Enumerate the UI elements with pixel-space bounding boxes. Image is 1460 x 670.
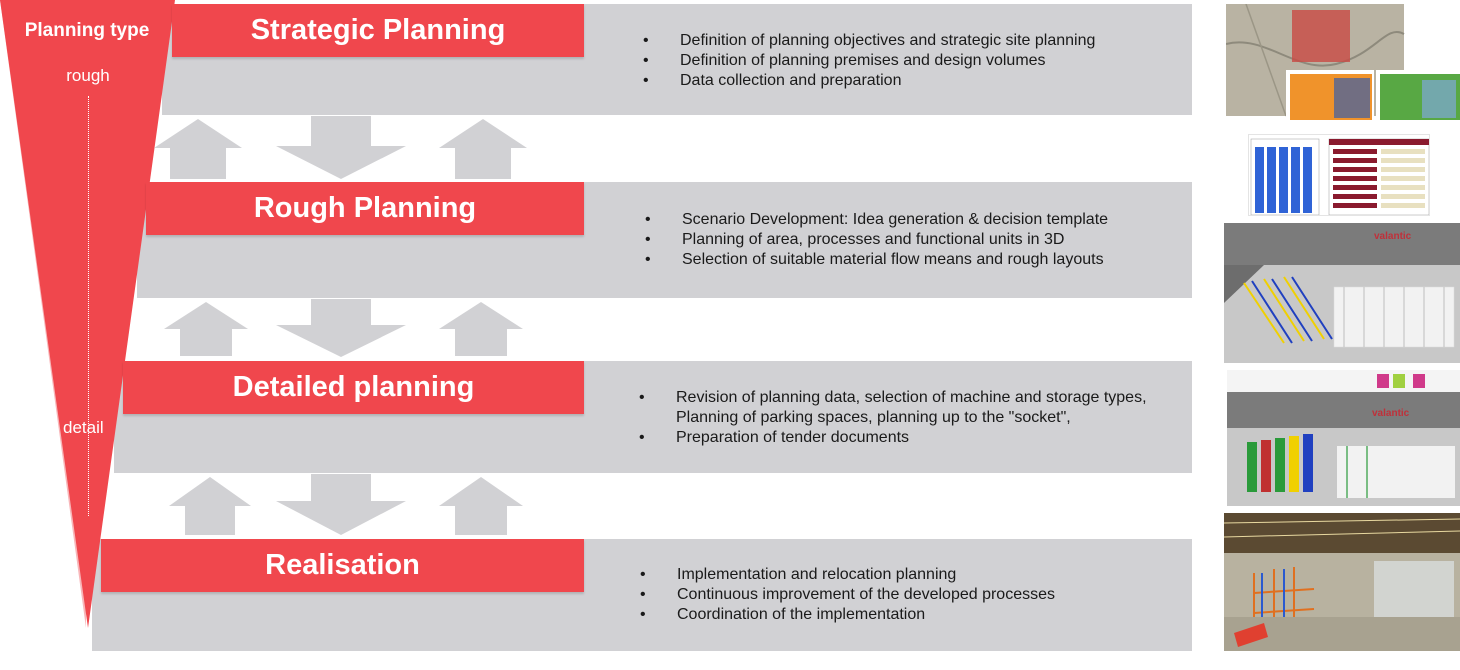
- rough-label: rough: [66, 66, 110, 85]
- funnel-dotted-line: [88, 96, 89, 516]
- rack-layout-image: [1250, 138, 1429, 215]
- arrow-up-right-icon: [439, 302, 523, 356]
- phase-title-rough: Rough Planning: [146, 182, 584, 235]
- planning-type-label: Planning type: [24, 20, 150, 41]
- planning-funnel: [0, 0, 175, 628]
- arrow-up-right-icon: [439, 119, 527, 179]
- bullet-item: Scenario Development: Idea generation & …: [645, 210, 1108, 230]
- phase-bullets-realisation: Implementation and relocation planning C…: [640, 565, 1055, 625]
- phase-bullets-rough: Scenario Development: Idea generation & …: [645, 210, 1108, 270]
- flow-arrows-2: [164, 299, 523, 357]
- warehouse-detailed-image: valantic: [1227, 370, 1460, 506]
- thumbnail-3d-warehouse: valantic: [1224, 223, 1460, 363]
- funnel-type-wedge: [0, 0, 175, 628]
- site-map-image: [1226, 4, 1460, 124]
- thumbnail-brand-text-2: valantic: [1372, 408, 1410, 419]
- warehouse-3d-image: valantic: [1224, 223, 1460, 363]
- bullet-item: Data collection and preparation: [643, 71, 1095, 91]
- bullet-item: Preparation of tender documents: [639, 428, 1147, 448]
- thumbnail-warehouse-interior: [1224, 513, 1460, 651]
- phase-bullets-detailed: Revision of planning data, selection of …: [639, 388, 1147, 448]
- flow-arrows-3: [169, 474, 523, 535]
- bullet-item: Continuous improvement of the developed …: [640, 585, 1055, 605]
- bullet-item: Definition of planning objectives and st…: [643, 31, 1095, 51]
- phase-bullets-strategic: Definition of planning objectives and st…: [643, 31, 1095, 91]
- phase-title-strategic: Strategic Planning: [172, 4, 584, 57]
- thumbnail-rack-layout: [1248, 134, 1430, 216]
- bullet-item: Selection of suitable material flow mean…: [645, 250, 1108, 270]
- flow-arrows-1: [154, 116, 527, 179]
- thumbnail-site-map: [1226, 4, 1460, 124]
- phase-title-realisation: Realisation: [101, 539, 584, 592]
- bullet-item: Coordination of the implementation: [640, 605, 1055, 625]
- bullet-item: Revision of planning data, selection of …: [639, 388, 1147, 408]
- bullet-item: Definition of planning premises and desi…: [643, 51, 1095, 71]
- arrow-up-left-icon: [154, 119, 242, 179]
- planning-effort-axis-label: Planning effort, accuracy: [14, 380, 35, 597]
- detail-label: detail: [63, 418, 104, 437]
- arrow-down-icon: [276, 116, 406, 179]
- arrow-up-left-icon: [164, 302, 248, 356]
- bullet-item-continuation: Planning of parking spaces, planning up …: [676, 409, 1071, 426]
- thumbnail-3d-warehouse-detailed: valantic: [1227, 370, 1460, 506]
- thumbnail-brand-text: valantic: [1374, 231, 1412, 242]
- warehouse-interior-image: [1224, 513, 1460, 651]
- arrow-up-left-icon: [169, 477, 251, 535]
- arrow-up-right-icon: [439, 477, 523, 535]
- bullet-item: Planning of area, processes and function…: [645, 230, 1108, 250]
- phase-title-detailed: Detailed planning: [123, 361, 584, 414]
- bullet-item: Implementation and relocation planning: [640, 565, 1055, 585]
- arrow-down-icon: [276, 299, 406, 357]
- arrow-down-icon: [276, 474, 406, 535]
